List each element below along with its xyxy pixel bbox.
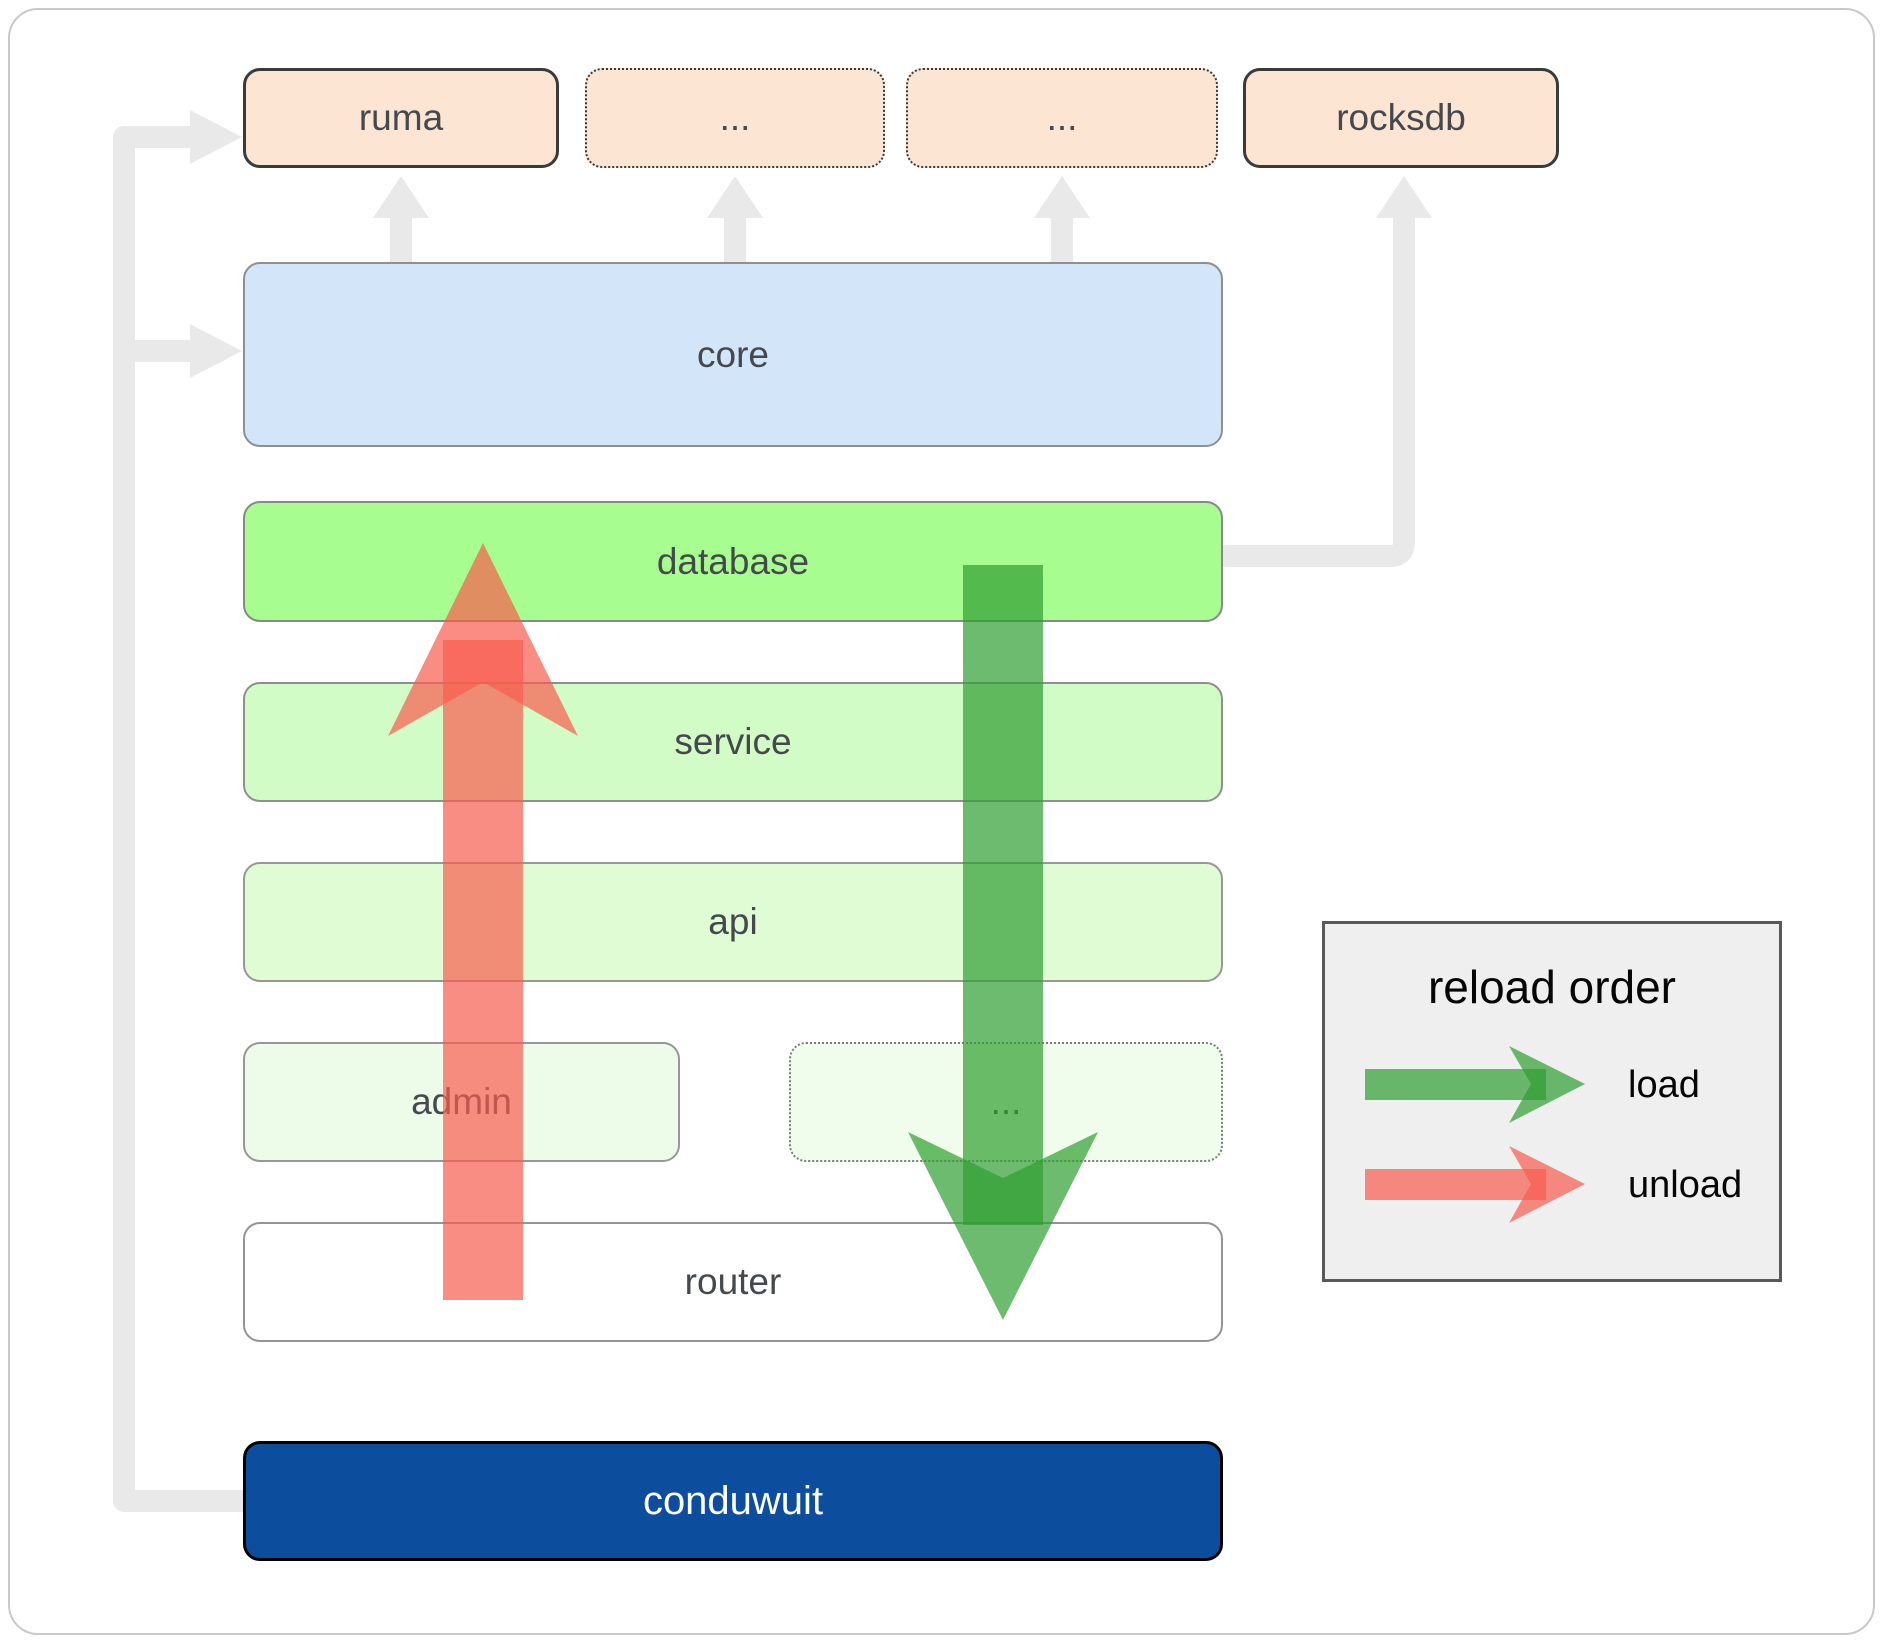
- legend-load-arrow-icon: [1365, 1046, 1585, 1123]
- arrowhead-up-ellipsis1: [707, 176, 763, 218]
- legend-title: reload order: [1427, 961, 1677, 1013]
- legend-load-arrow-head: [1509, 1046, 1585, 1123]
- legend-arrows: [1365, 1046, 1585, 1223]
- node-rocksdb-label: rocksdb: [1336, 97, 1466, 138]
- node-ruma: ruma: [243, 68, 559, 168]
- legend-unload-arrow-head: [1509, 1146, 1585, 1223]
- node-core: core: [243, 262, 1223, 447]
- node-core-label: core: [697, 333, 769, 375]
- node-conduwuit: conduwuit: [243, 1441, 1223, 1561]
- arrowhead-up-ruma: [373, 176, 429, 218]
- arrowhead-into-ruma: [190, 110, 242, 164]
- node-database: database: [243, 501, 1223, 622]
- node-service-label: service: [674, 721, 792, 762]
- connector-database-rocksdb: [1223, 216, 1415, 567]
- unload-arrow-head: [388, 543, 578, 736]
- legend-load-label: load: [1628, 1064, 1700, 1106]
- unload-arrow-shaft: [443, 640, 523, 1300]
- node-api-label: api: [708, 901, 758, 942]
- node-conduwuit-label: conduwuit: [642, 1478, 824, 1523]
- legend-unload-label: unload: [1628, 1164, 1743, 1206]
- load-arrow-shaft: [963, 565, 1043, 1225]
- legend-load-arrow-shaft: [1365, 1069, 1546, 1100]
- node-router: router: [243, 1222, 1223, 1342]
- outer-frame: [8, 8, 1875, 1635]
- legend: reload order load unload: [1322, 921, 1782, 1282]
- connector-conduwuit-trunk: [113, 126, 243, 1512]
- legend-unload-arrow-shaft: [1365, 1169, 1546, 1200]
- node-rocksdb: rocksdb: [1243, 68, 1559, 168]
- node-api: api: [243, 862, 1223, 982]
- node-ellipsis-top-2: ...: [906, 68, 1218, 168]
- arrowhead-into-core: [190, 324, 242, 378]
- legend-unload-arrow-icon: [1365, 1146, 1585, 1223]
- node-router-label: router: [684, 1261, 782, 1302]
- node-ellipsis-top-1-label: ...: [719, 97, 751, 138]
- node-ruma-label: ruma: [358, 97, 444, 138]
- unload-arrow: [388, 543, 578, 1300]
- load-arrow: [908, 565, 1098, 1320]
- node-ellipsis-top-2-label: ...: [1046, 97, 1078, 138]
- node-database-label: database: [656, 540, 810, 582]
- load-arrow-head: [908, 1132, 1098, 1320]
- arrowhead-up-ellipsis2: [1034, 176, 1090, 218]
- arrowhead-up-rocksdb: [1376, 176, 1432, 218]
- node-ellipsis-top-1: ...: [585, 68, 885, 168]
